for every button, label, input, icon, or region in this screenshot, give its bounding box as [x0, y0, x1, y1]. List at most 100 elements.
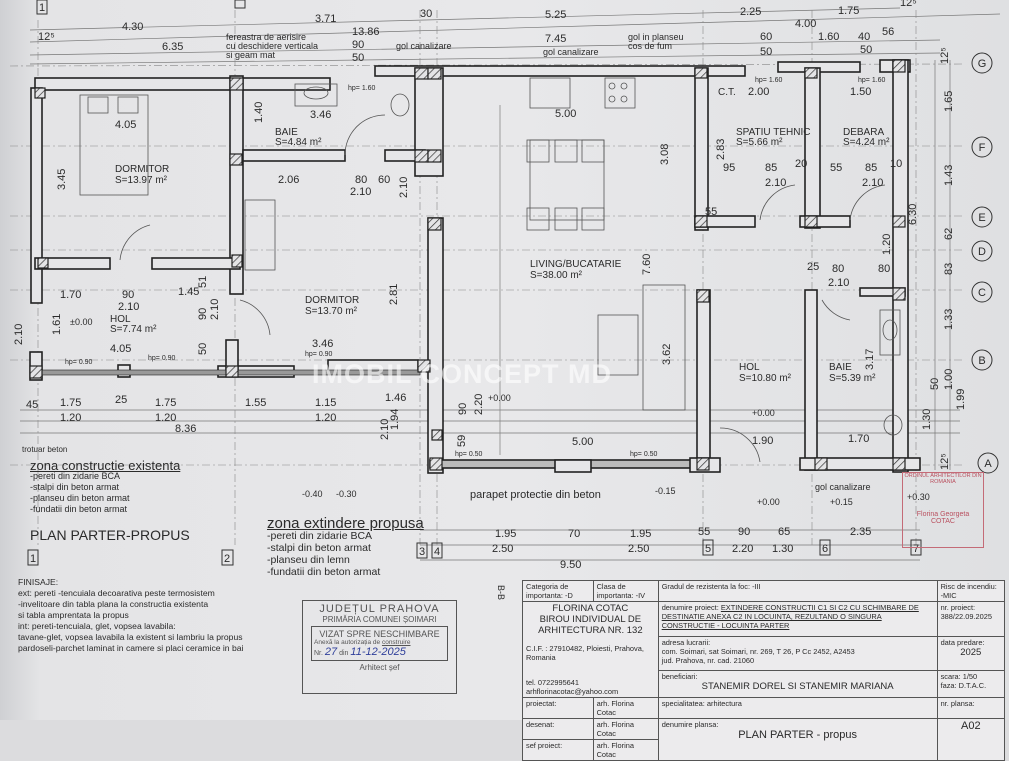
room-name: DEBARA: [843, 127, 884, 138]
desenat-label: desenat:: [522, 718, 594, 740]
risc-incendiu: Risc de incendiu: -MIC: [936, 580, 1006, 602]
dimension-label: 40: [858, 31, 870, 43]
hp-note: hp= 1.60: [858, 77, 886, 84]
beneficiar-label: beneficiari:: [661, 672, 698, 682]
dimension-label: 3.17: [864, 349, 876, 370]
room-name: C.T.: [718, 87, 736, 98]
section-mark: B-B: [496, 585, 506, 601]
parapet-note: parapet protectie din beton: [470, 489, 601, 501]
dimension-label: 1.46: [385, 392, 406, 404]
dimension-label: 12⁵: [900, 0, 917, 9]
proiectat: arh. Florina Cotac: [592, 697, 659, 719]
proiectat-label: proiectat:: [522, 697, 594, 719]
dimension-label: 2.20: [732, 543, 753, 555]
hp-note: hp= 0.50: [630, 451, 658, 458]
hp-note: hp= 0.90: [148, 355, 176, 362]
level-marker: -0.30: [336, 489, 357, 499]
stamp-architect: Arhitect șef: [359, 663, 400, 672]
dimension-label: 12⁵: [939, 47, 951, 64]
dimension-label: 30: [420, 8, 432, 20]
nr-plansa-label: nr. plansa:: [936, 697, 1006, 719]
dimension-label: 5.00: [555, 108, 576, 120]
grid-col-1-top: 1: [39, 2, 45, 14]
dimension-label: 55: [830, 162, 842, 174]
dimension-label: 2.10: [118, 301, 139, 313]
furniture: [79, 77, 903, 463]
columns: [29, 59, 906, 471]
legend-item: -pereti din zidarie BCA: [267, 530, 373, 542]
floor-plan: G F E D C B A 1 1 2 3 4 5 6 7 DORMITORS=…: [9, 0, 1001, 571]
specialitate-label: specialitatea:: [661, 699, 705, 708]
dimension-label: 7.45: [545, 33, 566, 45]
dimension-label: 3.71: [315, 13, 336, 25]
walls: [29, 59, 921, 474]
finish-line: -invelitoare din tabla plana la construc…: [18, 599, 209, 609]
dimension-label: 13.86: [352, 26, 380, 38]
stamp-annex: Anexă la autorizația de: [314, 639, 381, 646]
dimension-label: 60: [378, 174, 390, 186]
stamp-date-label: din: [339, 650, 349, 657]
hp-note: hp= 0.50: [455, 451, 483, 458]
finish-line: si tabla amprentata la propus: [18, 610, 129, 620]
dimension-label: 8.36: [175, 423, 196, 435]
dimension-label: 2.50: [492, 543, 513, 555]
dimension-label: 1.20: [881, 234, 893, 255]
grid-row-labels[interactable]: G F E D C B A: [971, 52, 999, 474]
room-area: S=5.66 m²: [736, 137, 783, 148]
sef: arh. Florina Cotac: [592, 739, 659, 761]
hp-note: hp= 1.60: [755, 77, 783, 84]
trotuar-note: trotuar beton: [22, 445, 67, 454]
nr-plansa: A02: [936, 718, 1006, 761]
hp-note: hp= 0.90: [65, 359, 93, 366]
dimension-label: 59: [456, 435, 468, 447]
dimension-label: 3.62: [661, 344, 673, 365]
level-marker: -0.15: [655, 486, 676, 496]
architect-red-stamp: ORDINUL ARHITECTILOR DIN ROMANIA Florina…: [902, 472, 984, 548]
grid-col-4: 4: [434, 546, 440, 558]
room-name: HOL: [110, 314, 131, 325]
categoria: Categoria de importanta: -D: [522, 580, 594, 602]
dimension-label: 2.50: [628, 543, 649, 555]
red-stamp-name: Florina Georgeta: [916, 511, 970, 518]
dimension-label: 2.10: [379, 419, 391, 440]
dimension-label: 1.70: [60, 289, 81, 301]
dimension-label: 1.20: [60, 412, 81, 424]
dimension-label: 80: [832, 263, 844, 275]
dimension-label: 3.46: [310, 109, 331, 121]
dimension-label: 85: [765, 162, 777, 174]
room-name: DORMITOR: [115, 164, 169, 175]
grid-row-e: E: [978, 212, 985, 224]
dimension-label: 6.30: [907, 204, 919, 225]
data-predare: 2025: [960, 646, 982, 658]
dimension-label: 2.10: [765, 177, 786, 189]
room-area: S=13.70 m²: [305, 306, 358, 317]
dimension-label: 1.94: [389, 409, 401, 430]
red-stamp-org: ORDINUL ARHITECTILOR DIN ROMANIA: [904, 473, 982, 485]
dimension-label: 9.50: [560, 559, 581, 571]
dimension-label: 1.45: [178, 286, 199, 298]
dimension-label: 90: [457, 403, 469, 415]
dimension-label: 5.25: [545, 9, 566, 21]
gol-canalizare-note: gol canalizare: [543, 47, 599, 57]
hp-note: hp= 1.60: [348, 85, 376, 92]
plansa-label: denumire plansa:: [661, 720, 719, 729]
dimension-label: 1.50: [850, 86, 871, 98]
dimension-label: 62: [943, 228, 955, 240]
dimension-label: 1.95: [630, 528, 651, 540]
dimension-label: 2.25: [740, 6, 761, 18]
dimension-label: 1.75: [60, 397, 81, 409]
approval-stamp: JUDEȚUL PRAHOVA PRIMĂRIA COMUNEI ȘOIMARI…: [302, 600, 457, 694]
dimension-label: 20: [795, 158, 807, 170]
dimension-label: 1.75: [838, 5, 859, 17]
dimension-label: 50: [197, 343, 209, 355]
address-label: adresa lucrarii:: [661, 637, 711, 647]
grid-row-f: F: [979, 142, 986, 154]
legend-existing: zona constructie existenta -pereti din z…: [30, 459, 180, 515]
firm-cif: C.I.F. : 27910482, Ploiesti, Prahova, Ro…: [526, 644, 644, 662]
level-marker: -0.40: [302, 489, 323, 499]
address-line: jud. Prahova, nr. cad. 21060: [661, 655, 755, 665]
grid-col-3: 3: [419, 546, 425, 558]
dimension-label: 1.40: [253, 102, 265, 123]
